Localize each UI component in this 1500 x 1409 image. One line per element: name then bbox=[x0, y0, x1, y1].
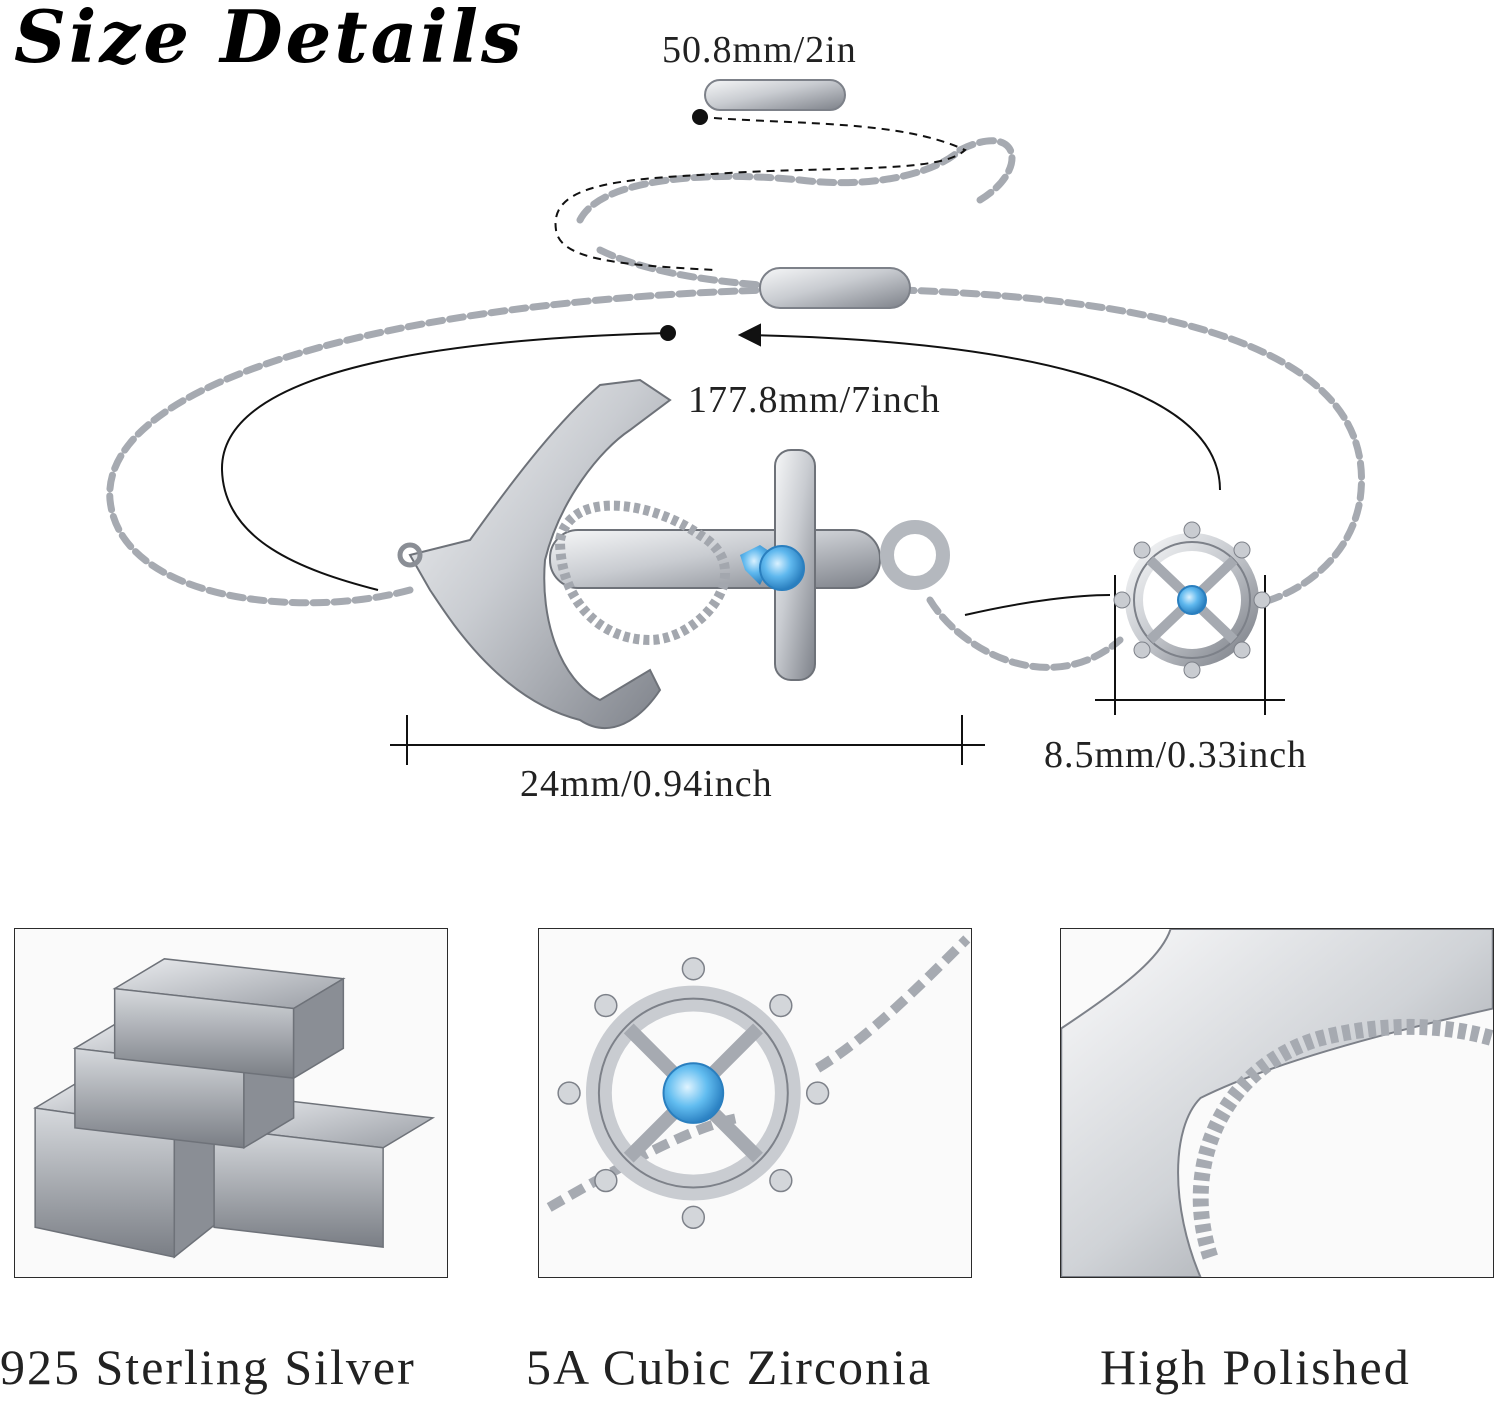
silver-bars-image bbox=[14, 928, 448, 1278]
page-title: Size Details bbox=[14, 0, 525, 79]
anchor-charm bbox=[397, 378, 950, 730]
measurement-lines bbox=[220, 109, 1285, 765]
bracelet-chain bbox=[106, 137, 1365, 671]
feature-caption-zirconia: 5A Cubic Zirconia bbox=[526, 1339, 933, 1395]
bracelet-illustration bbox=[106, 79, 1365, 765]
bracelet-length-label: 177.8mm/7inch bbox=[688, 379, 941, 421]
extender-length-label: 50.8mm/2in bbox=[662, 29, 857, 71]
ship-wheel-closeup-illustration bbox=[546, 935, 971, 1230]
silver-bars-illustration bbox=[32, 958, 436, 1259]
ship-wheel-charm bbox=[1113, 521, 1271, 679]
lobster-clasp bbox=[704, 79, 911, 309]
wheel-width-label: 8.5mm/0.33inch bbox=[1044, 734, 1308, 776]
anchor-rope-closeup-image bbox=[1060, 928, 1494, 1278]
feature-caption-silver: 925 Sterling Silver bbox=[0, 1339, 416, 1395]
anchor-width-label: 24mm/0.94inch bbox=[520, 763, 773, 805]
feature-caption-polished: High Polished bbox=[1100, 1339, 1411, 1395]
anchor-rope-closeup-illustration bbox=[1061, 929, 1493, 1277]
ship-wheel-closeup-image bbox=[538, 928, 972, 1278]
